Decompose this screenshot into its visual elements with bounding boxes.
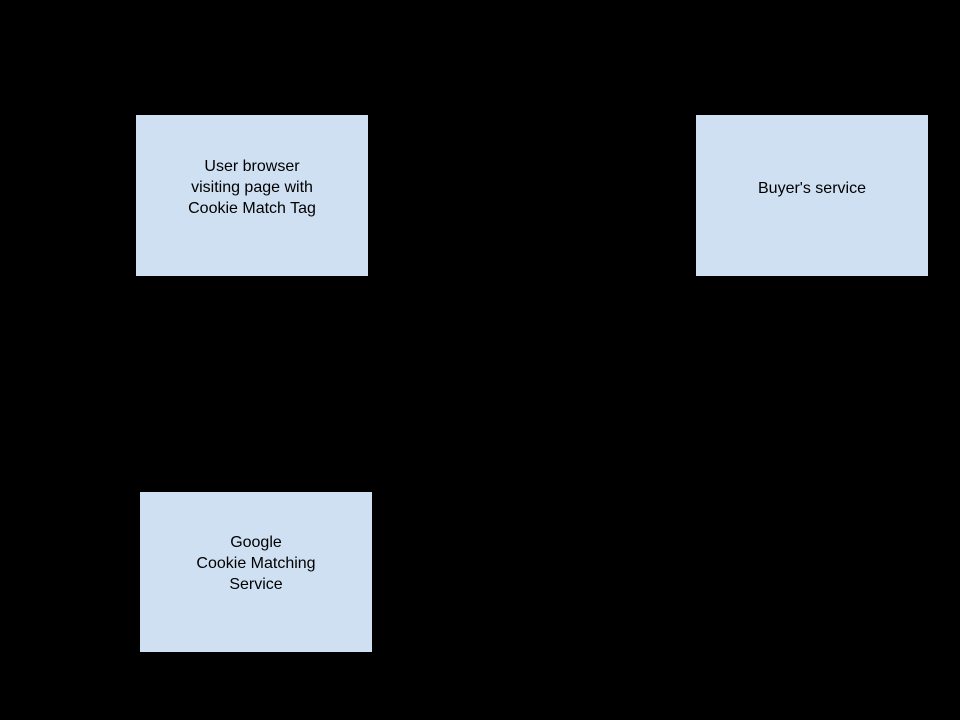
diagram-node-user-browser-label: User browser visiting page with Cookie M… (188, 158, 316, 217)
diagram-node-buyers-service-label: Buyer's service (758, 180, 866, 197)
diagram-node-google-cookie-matching-service-label: Google Cookie Matching Service (196, 533, 316, 593)
diagram-node-user-browser[interactable]: User browser visiting page with Cookie M… (136, 115, 368, 276)
diagram-node-buyers-service[interactable]: Buyer's service (696, 115, 928, 276)
diagram-node-google-cookie-matching-service[interactable]: Google Cookie Matching Service (140, 492, 372, 652)
